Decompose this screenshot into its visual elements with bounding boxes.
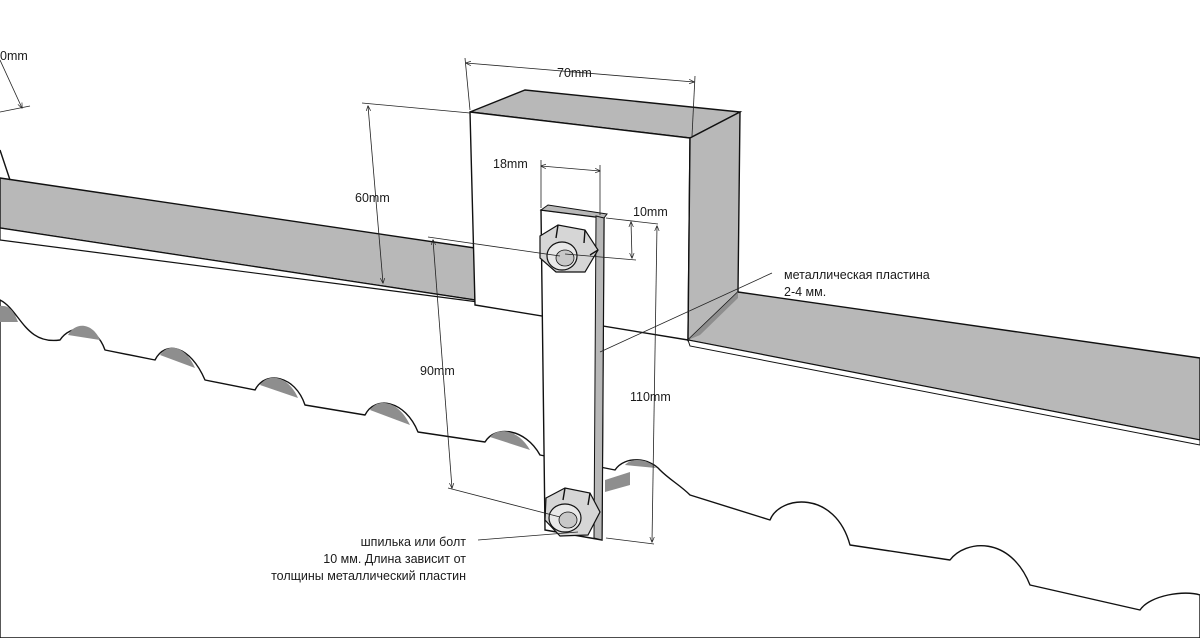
dim-label-10mm: 10mm <box>633 205 668 219</box>
dim-label-top-left: 0mm <box>0 49 28 63</box>
bolt-annotation-line1: шпилька или болт <box>361 535 467 549</box>
plate-annotation-line2: 2-4 мм. <box>784 285 826 299</box>
nut-bottom <box>544 487 601 537</box>
dimension-lines <box>0 57 773 545</box>
dim-label-110mm: 110mm <box>630 390 671 404</box>
metal-plate <box>539 204 608 541</box>
dim-label-60mm: 60mm <box>355 191 390 205</box>
bolt-annotation-line3: толщины металлический пластин <box>271 569 466 583</box>
dim-label-18mm: 18mm <box>493 157 528 171</box>
dim-label-90mm: 90mm <box>420 364 455 378</box>
bolt-annotation-line2: 10 мм. Длина зависит от <box>323 552 466 566</box>
right-rail <box>686 291 1200 446</box>
nut-top <box>539 224 599 273</box>
dim-label-70mm: 70mm <box>557 66 592 80</box>
corrugated-sheet <box>0 299 1200 638</box>
left-rail <box>0 149 541 311</box>
plate-annotation-line1: металлическая пластина <box>784 268 930 282</box>
